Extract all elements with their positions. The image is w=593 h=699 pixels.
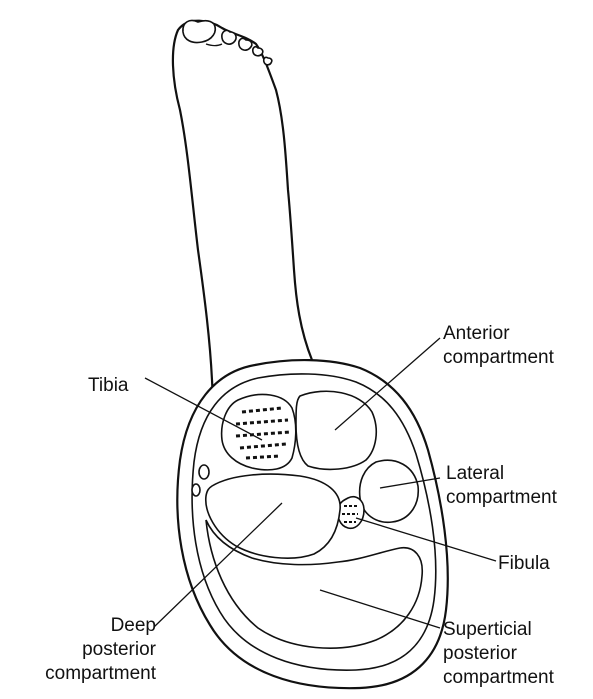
label-superficial-posterior-compartment: Superticial posterior compartment xyxy=(443,618,554,690)
label-superficial-line2: posterior xyxy=(443,642,554,666)
label-anterior-compartment: Anterior compartment xyxy=(443,322,554,370)
label-deep-line2: posterior xyxy=(0,638,156,662)
label-lateral-line1: Lateral xyxy=(446,462,557,486)
label-deep-line1: Deep xyxy=(0,614,156,638)
label-anterior-line1: Anterior xyxy=(443,322,554,346)
label-tibia: Tibia xyxy=(88,374,128,398)
leg-cross-section xyxy=(177,360,447,688)
label-lateral-compartment: Lateral compartment xyxy=(446,462,557,510)
label-lateral-line2: compartment xyxy=(446,486,557,510)
label-fibula: Fibula xyxy=(498,552,550,576)
label-anterior-line2: compartment xyxy=(443,346,554,370)
label-deep-line3: compartment xyxy=(0,662,156,686)
label-deep-posterior-compartment: Deep posterior compartment xyxy=(0,614,156,686)
label-superficial-line1: Superticial xyxy=(443,618,554,642)
label-superficial-line3: compartment xyxy=(443,666,554,690)
